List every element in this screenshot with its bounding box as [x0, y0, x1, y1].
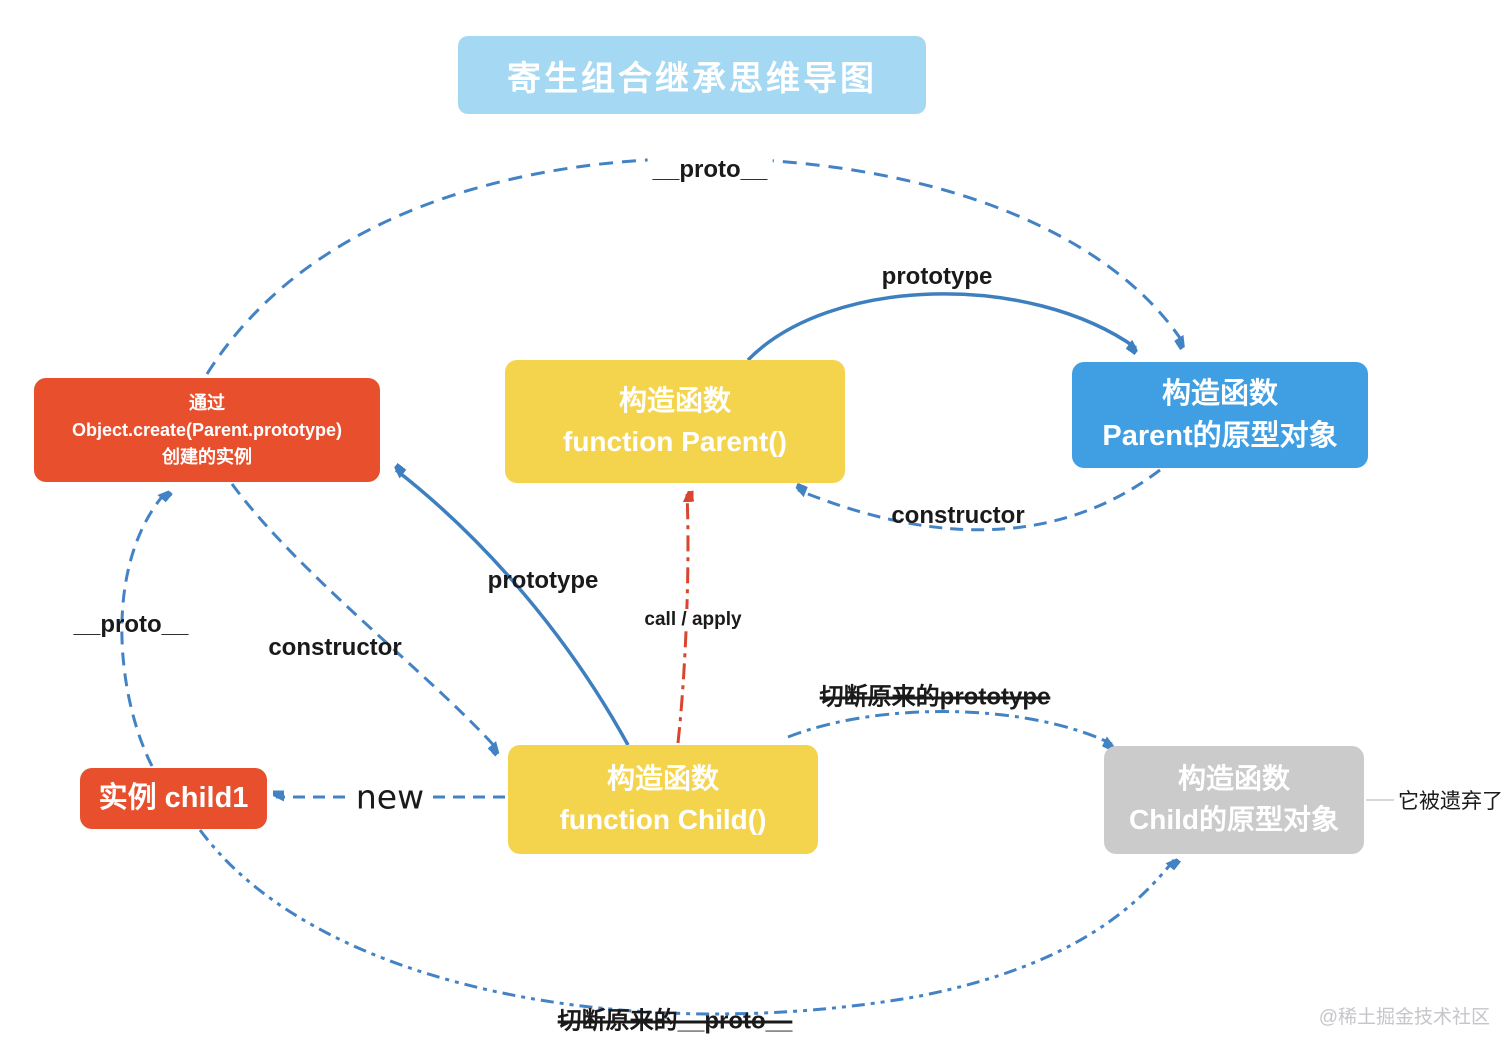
node-text-line: 构造函数	[606, 762, 719, 794]
edge-proto-top	[205, 156, 1184, 375]
node-text-line: 构造函数	[618, 384, 731, 416]
edge-constructor-parent	[798, 468, 1161, 532]
edge-label-prototype-parent: prototype	[881, 263, 993, 290]
edge-label-cut-proto: 切断原来的__proto__	[557, 1007, 793, 1035]
node-function-parent: 构造函数 function Parent()	[505, 360, 845, 483]
edge-proto-left	[120, 492, 166, 767]
edge-label-prototype-child: prototype	[487, 567, 599, 594]
edge-label-proto-top: __proto__	[647, 156, 773, 184]
node-text-line: function Parent()	[563, 425, 787, 457]
node-text-line: 构造函数	[1161, 377, 1278, 410]
edge-label-constructor-child: constructor	[268, 634, 402, 661]
node-text-line: 构造函数	[1177, 763, 1290, 795]
edge-prototype-parent	[746, 292, 1136, 362]
node-text-line: 创建的实例	[162, 446, 252, 467]
node-child-prototype-object: 构造函数 Child的原型对象	[1104, 746, 1364, 854]
edge-constructor-child	[230, 483, 498, 750]
edge-label-new: new	[349, 777, 431, 817]
node-text-line: 通过	[189, 392, 225, 413]
edge-prototype-child	[396, 470, 630, 746]
node-text-line: function Child()	[559, 803, 767, 835]
edge-label-call-apply: call / apply	[641, 609, 745, 631]
node-instance-via-object-create: 通过 Object.create(Parent.prototype) 创建的实例	[34, 378, 380, 482]
edge-cut-proto	[198, 829, 1174, 1016]
edge-label-cut-prototype: 切断原来的prototype	[819, 683, 1051, 711]
node-text-line: Parent的原型对象	[1102, 420, 1338, 452]
node-parent-prototype-object: 构造函数 Parent的原型对象	[1072, 362, 1368, 468]
node-text-line: Child的原型对象	[1129, 804, 1339, 835]
diagram-title: 寄生组合继承思维导图	[458, 36, 926, 114]
edge-label-constructor-parent: constructor	[891, 502, 1025, 529]
node-text-line: Object.create(Parent.prototype)	[71, 419, 343, 440]
node-instance-child1: 实例 child1	[80, 768, 267, 829]
edge-label-proto-left: __proto__	[73, 611, 189, 638]
edge-cut-prototype	[787, 710, 1112, 744]
node-function-child: 构造函数 function Child()	[508, 745, 818, 854]
watermark: @稀土掘金技术社区	[1318, 1007, 1490, 1028]
node-text-line: 实例 child1	[98, 782, 249, 815]
note-abandoned: 它被遗弃了	[1398, 790, 1503, 813]
